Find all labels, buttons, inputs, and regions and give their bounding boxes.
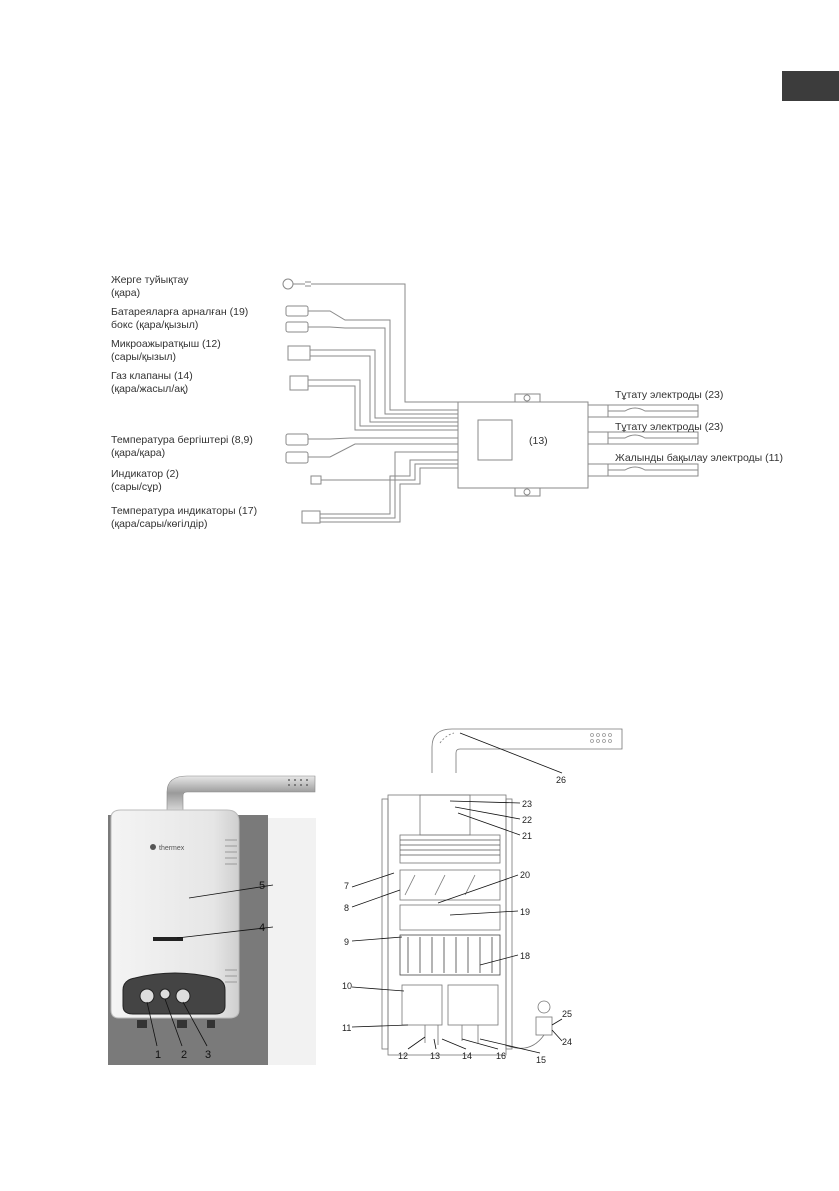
label-line: (сары/сұр): [111, 481, 162, 493]
callout-8: 8: [344, 903, 349, 913]
wiring-diagram: Жерге туйықтау (қара) Батареяларға арнал…: [105, 262, 800, 540]
label-line: Жерге туйықтау: [111, 274, 189, 286]
label-battery-box: Батареяларға арналған (19) бокс (қара/қы…: [111, 306, 248, 332]
section-tab: [782, 71, 839, 101]
ground-terminal: [282, 278, 294, 290]
flue-pipe: [166, 775, 316, 811]
callout-10: 10: [342, 981, 352, 991]
callout-24: 24: [562, 1037, 572, 1047]
label-controller: (13): [529, 435, 548, 447]
indicator-connector: [310, 475, 322, 485]
callout-13: 13: [430, 1051, 440, 1061]
label-line: (қара): [111, 287, 141, 299]
label-line: Индикатор (2): [111, 468, 179, 480]
callout-11: 11: [342, 1023, 351, 1033]
callout-23: 23: [522, 799, 532, 809]
label-line: (қара/қара): [111, 447, 166, 459]
callout-7: 7: [344, 881, 349, 891]
knob-2-icon: [175, 988, 191, 1004]
label-line: Микроажыратқыш (12): [111, 338, 221, 350]
control-panel: [122, 972, 226, 1015]
display-window: [153, 937, 183, 941]
callout-26: 26: [556, 775, 566, 785]
flue-vents: [288, 779, 308, 786]
callout-16: 16: [496, 1051, 506, 1061]
callout-18: 18: [520, 951, 530, 961]
micro-switch-connector: [287, 345, 311, 361]
label-line: (сары/қызыл): [111, 351, 177, 363]
label-line: (қара/жасыл/ақ): [111, 383, 189, 395]
battery-connector-2: [285, 321, 309, 333]
label-micro-switch: Микроажыратқыш (12) (сары/қызыл): [111, 338, 221, 364]
exploded-view-diagram: 26 23 22 21 7 20 8 19 9 18 10 25 24 11 1…: [330, 725, 630, 1070]
brand-name: thermex: [159, 845, 185, 852]
label-line: бокс (қара/қызыл): [111, 319, 199, 331]
temp-indicator-connector: [301, 510, 321, 524]
callout-9: 9: [344, 937, 349, 947]
label-ignition-electrode-1: Тұтату электроды (23): [615, 389, 724, 401]
callout-21: 21: [522, 831, 532, 841]
callout-15: 15: [536, 1055, 546, 1065]
label-line: Батареяларға арналған (19): [111, 306, 249, 318]
side-vents: [225, 839, 237, 983]
knob-1-icon: [139, 988, 155, 1004]
callout-2: 2: [181, 1049, 187, 1061]
controller-box: [457, 401, 589, 489]
label-line: Температура индикаторы (17): [111, 505, 258, 517]
label-ground: Жерге туйықтау (қара): [111, 274, 188, 300]
callout-4: 4: [259, 922, 265, 934]
callout-19: 19: [520, 907, 530, 917]
label-gas-valve: Газ клапаны (14) (қара/жасыл/ақ): [111, 370, 193, 396]
label-flame-electrode: Жалынды бақылау электроды (11): [615, 452, 784, 464]
callout-22: 22: [522, 815, 532, 825]
callout-5: 5: [259, 880, 265, 892]
label-temp-sensors: Температура бергіштері (8,9) (қара/қара): [111, 434, 253, 460]
indicator-button-icon: [159, 988, 171, 1000]
label-temp-indicator: Температура индикаторы (17) (қара/сары/к…: [111, 505, 257, 531]
label-line: Температура бергіштері (8,9): [111, 434, 253, 446]
controller-window: [477, 419, 513, 461]
label-line: Газ клапаны (14): [111, 370, 193, 382]
water-heater-illustration: thermex 5 4 1 2 3: [107, 770, 317, 1065]
heater-body: [110, 809, 240, 1019]
callout-25: 25: [562, 1009, 572, 1019]
wiring-lines: [282, 278, 699, 524]
temp-sensor-connector-2: [285, 451, 309, 464]
brand-logo-icon: [150, 844, 156, 850]
label-ignition-electrode-2: Тұтату электроды (23): [615, 421, 724, 433]
label-line: (қара/сары/көгілдір): [111, 518, 208, 530]
gas-valve-connector: [289, 375, 309, 391]
temp-sensor-connector-1: [285, 433, 309, 446]
callout-14: 14: [462, 1051, 472, 1061]
label-indicator: Индикатор (2) (сары/сұр): [111, 468, 179, 494]
callout-1: 1: [155, 1049, 161, 1061]
callout-12: 12: [398, 1051, 408, 1061]
battery-connector-1: [285, 305, 309, 317]
callout-3: 3: [205, 1049, 211, 1061]
callout-20: 20: [520, 870, 530, 880]
